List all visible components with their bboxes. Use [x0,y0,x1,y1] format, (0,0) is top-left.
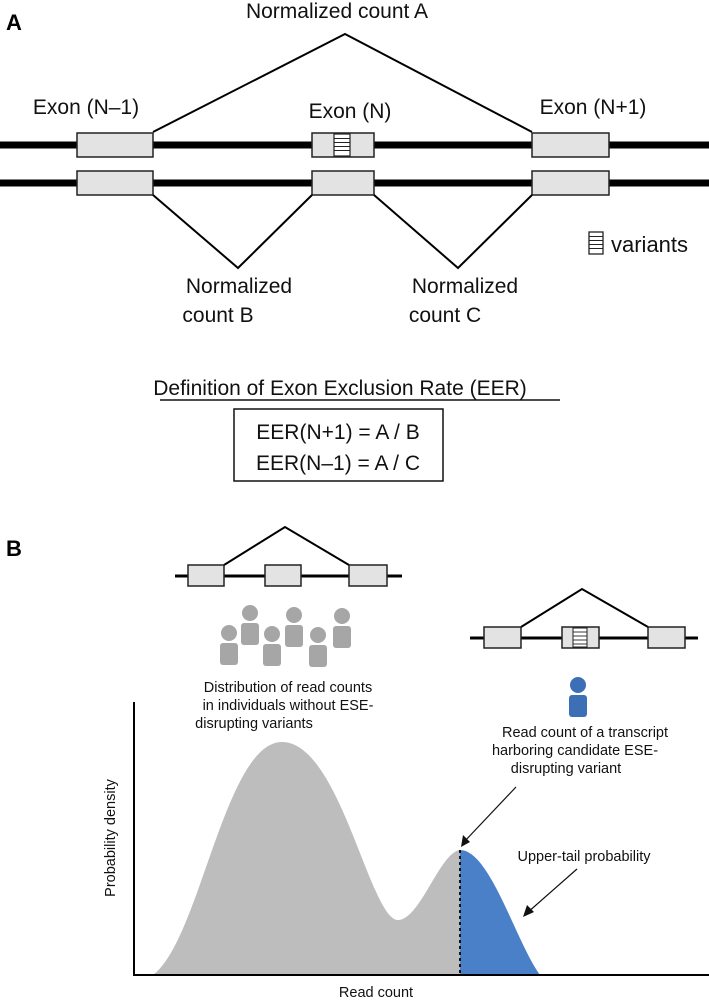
mini-exon-variant-3 [647,626,686,649]
eer-formula-box [233,408,444,482]
eer-formula-1: EER(N+1) = A / B [256,421,419,444]
read-caption-line2: harboring candidate ESE- [492,743,658,759]
upper-tail-arrow [526,868,578,914]
read-count-arrow [462,786,517,844]
exon-prev-label: Exon (N–1) [33,96,139,119]
exon-mid-variant-1 [311,132,375,158]
splice-arc-b [152,194,313,270]
eer-definition-title: Definition of Exon Exclusion Rate (EER) [153,377,527,400]
exon-prev-2 [76,170,154,196]
mini-exon-normal-3 [348,564,388,587]
mini-exon-variant-2 [561,626,600,649]
person-icon [220,625,238,665]
read-caption-line3: disrupting variant [511,761,621,777]
distribution-caption-line1: Distribution of read counts [204,680,372,696]
upper-tail-label: Upper-tail probability [518,849,652,865]
splice-arc-c [373,194,533,270]
mini-exon-variant-1 [483,626,522,649]
panel-b-label: B [6,536,22,561]
distribution-caption-line3: disrupting variants [195,716,313,732]
y-axis-label: Probability density [103,778,119,896]
mini-arc-normal [223,525,350,566]
count-a-label: Normalized count A [246,0,428,23]
exon-next-1 [531,132,610,158]
count-b-label-line2: count B [182,304,253,327]
person-icon [285,607,303,647]
mini-exon-normal-1 [187,564,225,587]
read-caption-line1: Read count of a transcript [502,725,668,741]
mini-exon-normal-2 [264,564,302,587]
upper-tail-arrowhead [523,905,534,917]
read-count-arrowhead [461,835,470,847]
eer-formula-2: EER(N–1) = A / C [256,452,420,475]
mini-arc-variant [520,587,649,628]
count-b-label-line1: Normalized [186,275,292,298]
person-icon [309,627,327,667]
count-c-label-line2: count C [409,304,481,327]
exon-mid-2 [311,170,375,196]
person-icon [333,608,351,648]
panel-a-label: A [6,10,22,35]
exon-next-label: Exon (N+1) [540,96,647,119]
exon-prev-1 [76,132,154,158]
x-axis-label: Read count [339,985,413,1001]
exon-mid-label: Exon (N) [309,100,392,123]
carrier-person-icon [569,677,587,717]
person-icon [241,605,259,645]
distribution-caption-line2: in individuals without ESE- [203,698,374,714]
variant-legend-icon [588,231,604,255]
density-upper-tail-area [460,850,540,975]
variant-legend-label: variants [611,232,688,257]
count-c-label-line1: Normalized [412,275,518,298]
person-icon [263,626,281,666]
density-gray-area [153,742,460,975]
splice-arc-a [152,32,533,133]
population-person-icons [220,605,351,667]
exon-next-2 [531,170,610,196]
